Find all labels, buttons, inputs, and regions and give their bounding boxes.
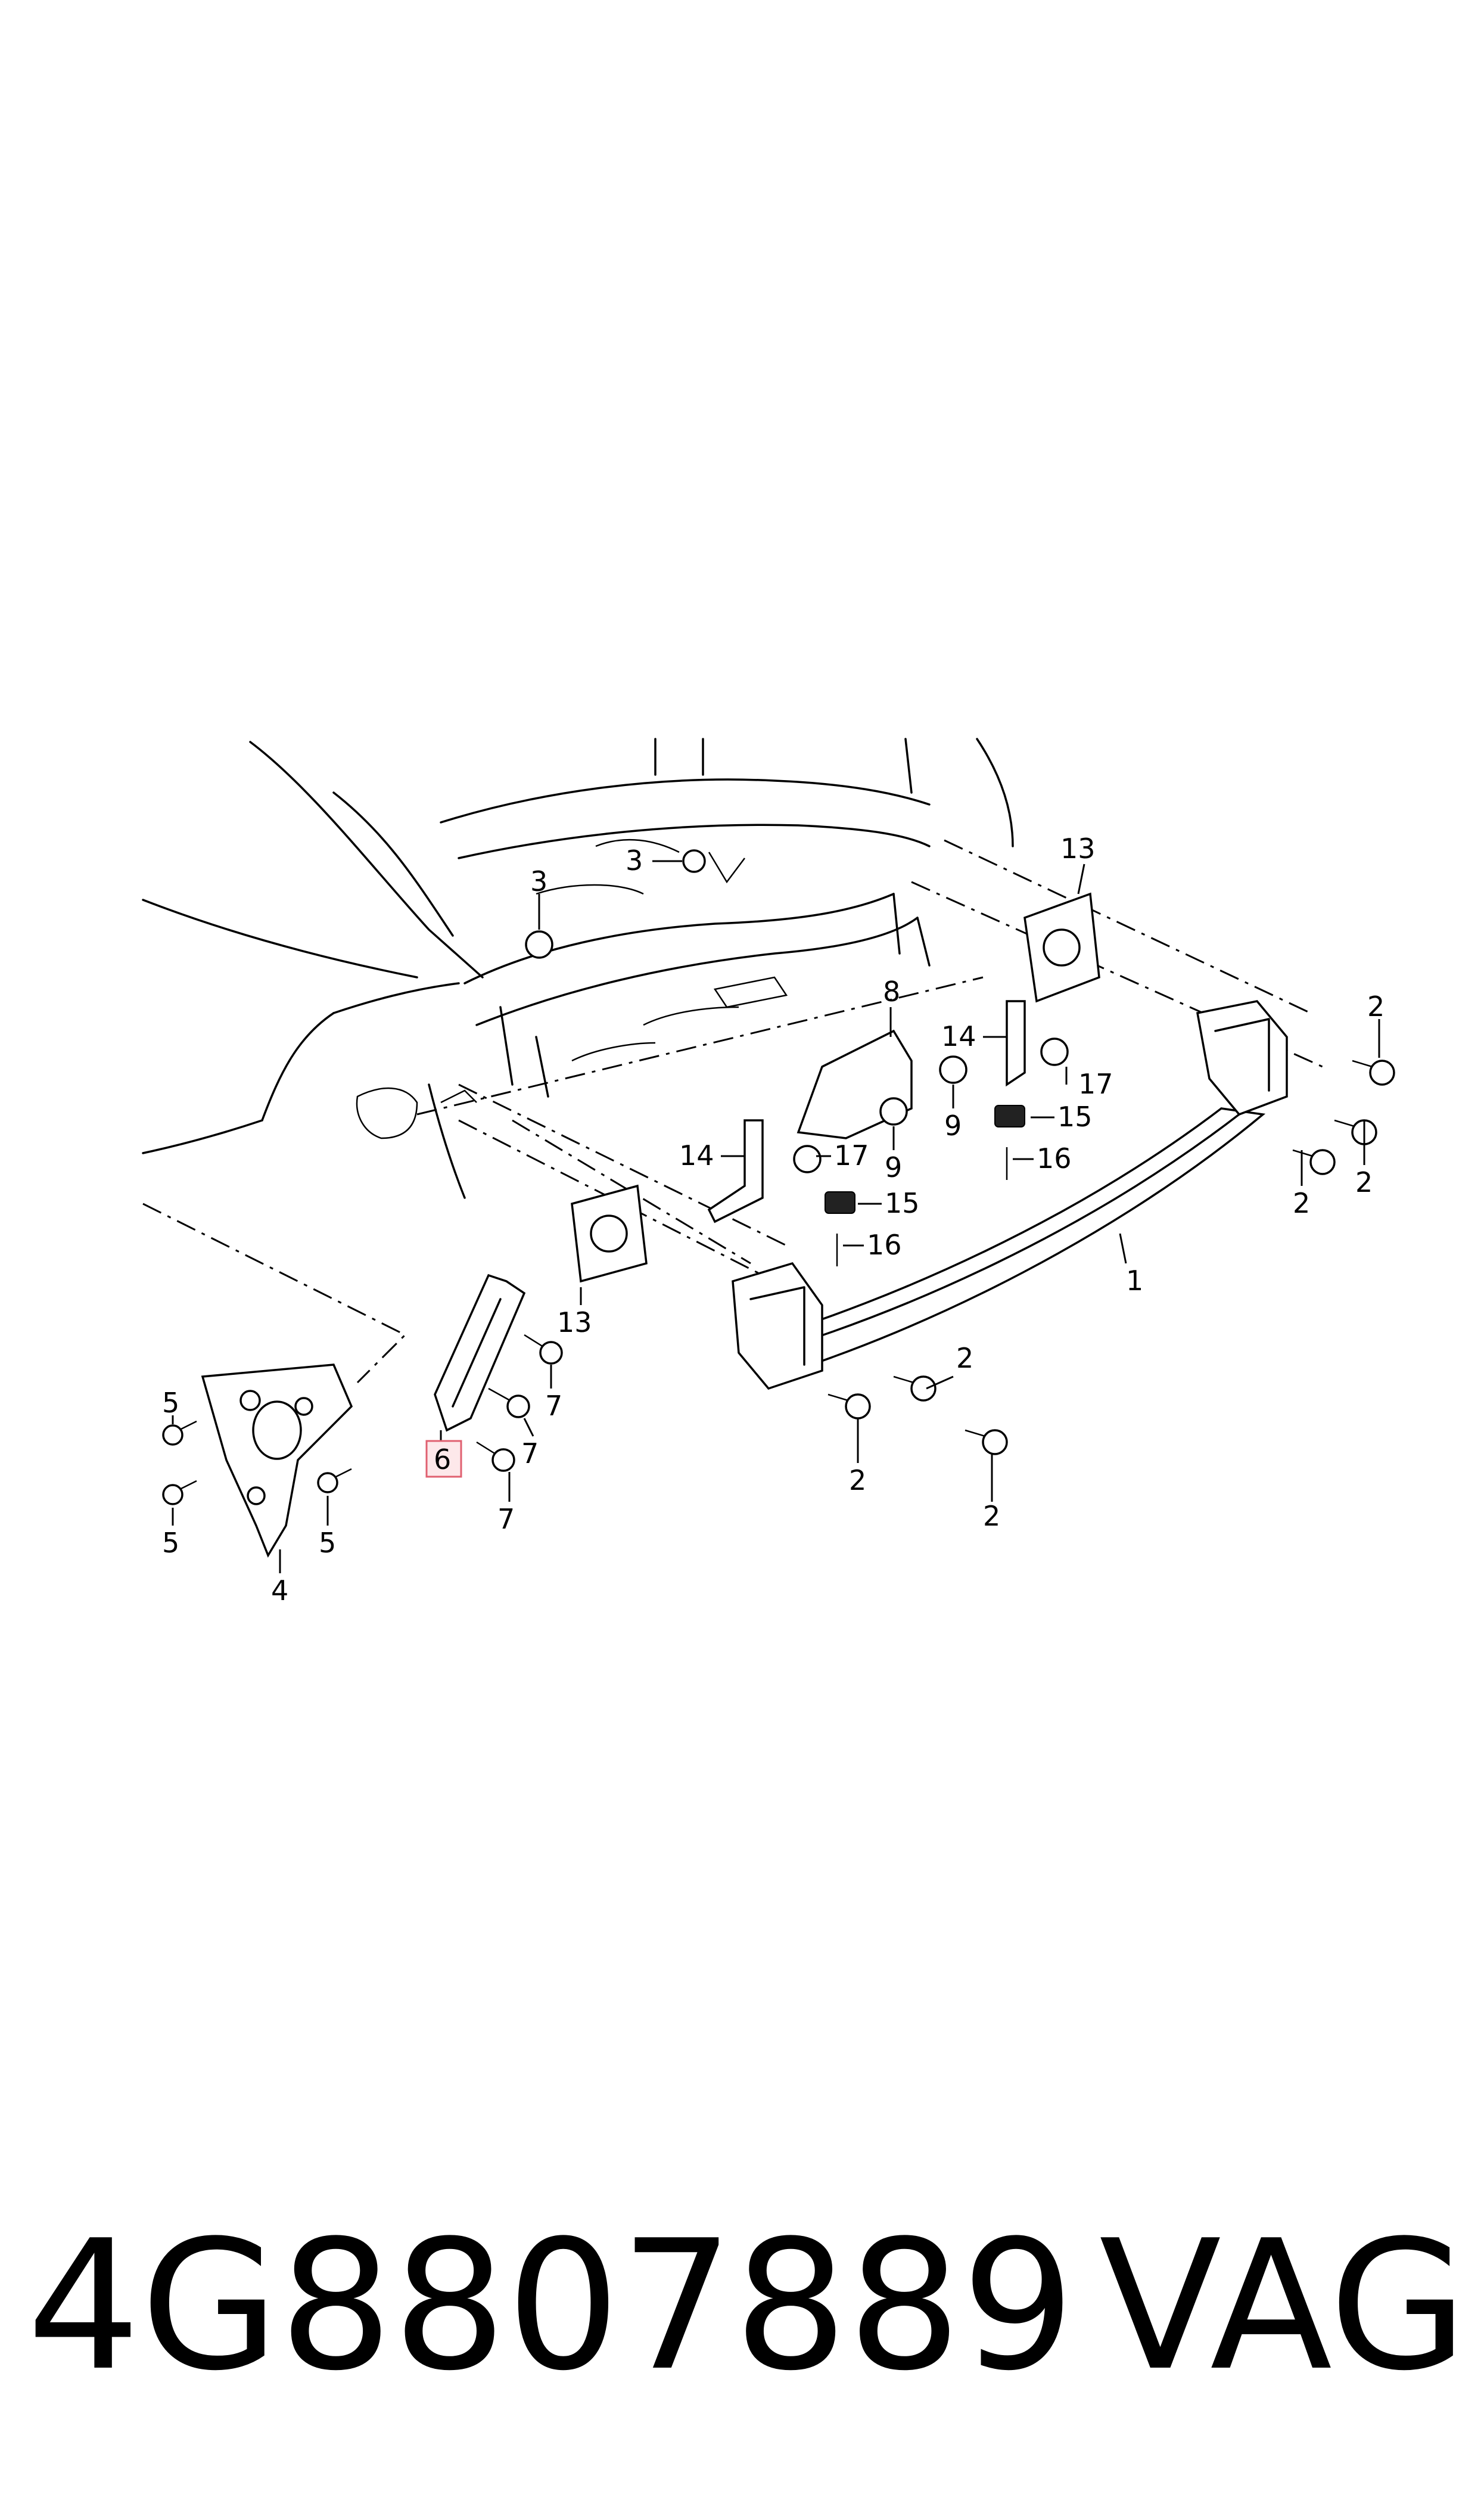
label-17: 17: [1078, 1068, 1113, 1100]
part-labels: 1 2 2 2 2 2 2 3 3 4 5 5 5 6 7 7 7 8 9 9 …: [162, 833, 1385, 1607]
label-2: 2: [956, 1342, 973, 1374]
label-3: 3: [530, 865, 547, 897]
label-3: 3: [626, 844, 643, 877]
bolts: [162, 1060, 1395, 1505]
brackets: [707, 1000, 1026, 1223]
label-13: 13: [1060, 833, 1096, 865]
bolt: [1334, 1119, 1377, 1145]
bumper-beam: [732, 1000, 1288, 1390]
label-8: 8: [883, 976, 900, 1008]
label-7: 7: [521, 1437, 539, 1470]
label-2: 2: [1367, 990, 1385, 1023]
label-2: 2: [983, 1500, 1000, 1532]
footer: 4G8807889 VAG: [0, 2217, 1484, 2396]
side-bracket: [201, 1363, 353, 1558]
label-14: 14: [941, 1020, 976, 1052]
mounting-plates: [571, 892, 1100, 1283]
nuts: [525, 849, 1069, 1173]
bolt: [1292, 1149, 1336, 1175]
bolt: [827, 1393, 871, 1420]
vehicle-body-outline: [142, 738, 1014, 1199]
label-13: 13: [557, 1306, 592, 1338]
brand-name: VAG: [1099, 2202, 1468, 2410]
label-16: 16: [1037, 1142, 1072, 1175]
bolt: [893, 1375, 937, 1402]
label-5: 5: [162, 1527, 179, 1559]
label-16: 16: [867, 1229, 902, 1261]
assembly-lines: [142, 839, 1323, 1384]
label-9: 9: [885, 1151, 902, 1184]
bumper-guide-part-6: [434, 1274, 526, 1432]
label-15: 15: [1057, 1101, 1093, 1133]
highlight-box-part-6: [425, 1440, 462, 1478]
part-number: 4G8807889: [27, 2202, 1075, 2410]
label-7: 7: [545, 1390, 562, 1422]
bolt: [317, 1468, 352, 1493]
bolt: [476, 1441, 515, 1472]
bolt: [162, 1480, 197, 1505]
label-2: 2: [849, 1464, 866, 1496]
bolt: [1352, 1060, 1395, 1086]
label-5: 5: [162, 1387, 179, 1419]
label-14: 14: [679, 1139, 714, 1172]
label-2: 2: [1293, 1187, 1310, 1219]
label-4: 4: [271, 1574, 288, 1607]
bolt: [965, 1429, 1008, 1455]
label-15: 15: [885, 1187, 920, 1219]
callout-lines: [172, 860, 1380, 1573]
label-17: 17: [834, 1139, 869, 1172]
bolt: [488, 1387, 530, 1418]
label-7: 7: [497, 1503, 515, 1535]
bolt: [524, 1334, 563, 1365]
label-9: 9: [944, 1110, 962, 1142]
bolt: [162, 1420, 197, 1446]
clip-nuts: [825, 1105, 1025, 1266]
label-5: 5: [319, 1527, 336, 1559]
label-2: 2: [1355, 1166, 1373, 1198]
label-1: 1: [1126, 1265, 1143, 1297]
label-6: 6: [434, 1443, 451, 1476]
